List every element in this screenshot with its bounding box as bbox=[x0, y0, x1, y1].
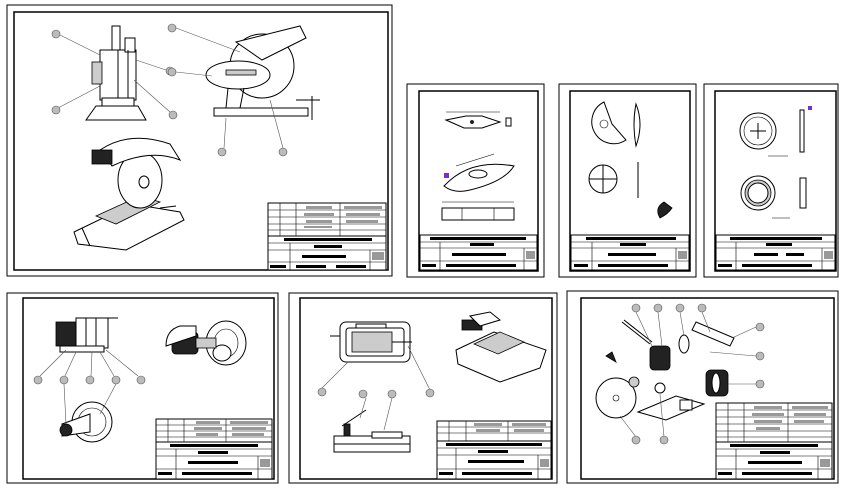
base-isometric-view bbox=[455, 311, 547, 383]
title-block bbox=[436, 420, 552, 480]
callout-balloon bbox=[33, 375, 43, 385]
callout-balloon bbox=[111, 375, 121, 385]
side-view bbox=[205, 25, 320, 120]
title-block bbox=[715, 441, 833, 480]
callout-balloon bbox=[653, 303, 663, 313]
callout-balloon bbox=[136, 375, 146, 385]
sheet-assembly bbox=[6, 4, 393, 277]
parts-list bbox=[715, 402, 833, 443]
part-views bbox=[739, 106, 812, 219]
title-block bbox=[570, 234, 690, 271]
callout-balloon bbox=[387, 389, 397, 399]
part-views bbox=[441, 111, 515, 221]
callout-balloon bbox=[85, 375, 95, 385]
callout-balloon bbox=[358, 389, 368, 399]
callout-balloon bbox=[631, 435, 641, 445]
sheet-exploded bbox=[566, 290, 839, 484]
callout-balloon bbox=[167, 23, 177, 33]
side-view-callouts bbox=[167, 23, 288, 157]
motor-top-view bbox=[55, 317, 118, 353]
callout-balloon bbox=[659, 435, 669, 445]
motor-isometric-view bbox=[165, 320, 247, 366]
sheet-part-flange bbox=[703, 83, 839, 278]
parts-list bbox=[155, 418, 273, 443]
base-side-view bbox=[333, 397, 411, 453]
exploded-parts bbox=[595, 319, 735, 421]
callout-balloon bbox=[755, 351, 765, 361]
callout-balloon bbox=[278, 147, 288, 157]
belt-drive-view bbox=[59, 383, 117, 443]
callout-balloon bbox=[755, 379, 765, 389]
callout-balloon bbox=[168, 110, 178, 120]
callout-balloon bbox=[51, 29, 61, 39]
callout-balloon bbox=[167, 67, 177, 77]
callout-balloon bbox=[59, 375, 69, 385]
front-view bbox=[85, 25, 147, 121]
title-block bbox=[155, 441, 273, 480]
base-top-view bbox=[330, 321, 412, 363]
callout-balloon bbox=[217, 147, 227, 157]
base-callouts bbox=[317, 345, 435, 399]
sheet-part-guard bbox=[558, 83, 697, 278]
exploded-callouts bbox=[619, 303, 765, 445]
motor-callouts bbox=[33, 349, 146, 385]
callout-balloon bbox=[631, 303, 641, 313]
part-views bbox=[588, 101, 673, 219]
callout-balloon bbox=[51, 105, 61, 115]
callout-balloon bbox=[697, 303, 707, 313]
sheet-base bbox=[288, 292, 558, 484]
isometric-view bbox=[73, 137, 185, 251]
title-block bbox=[267, 235, 387, 271]
title-block bbox=[715, 234, 836, 271]
callout-balloon bbox=[755, 322, 765, 332]
callout-balloon bbox=[425, 388, 435, 398]
callout-balloon bbox=[317, 387, 327, 397]
sheet-part-lever bbox=[406, 83, 545, 278]
parts-list bbox=[267, 202, 387, 237]
callout-balloon bbox=[675, 303, 685, 313]
sheet-motor bbox=[6, 292, 279, 484]
title-block bbox=[419, 234, 538, 271]
